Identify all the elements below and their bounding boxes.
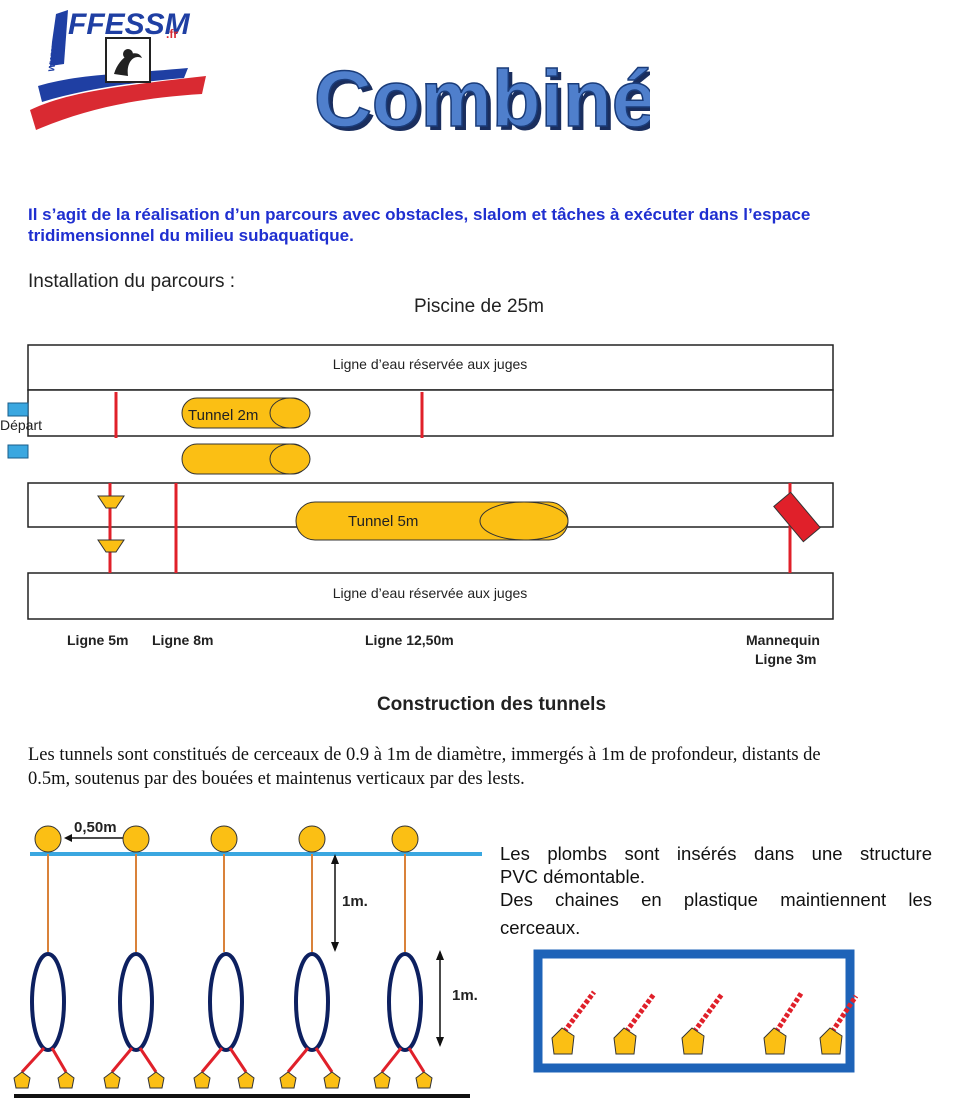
notes-line-2: PVC démontable. (500, 866, 646, 887)
construction-line-2: 0.5m, soutenus par des bouées et mainten… (28, 769, 525, 789)
page-title-shadow: Combiné (318, 58, 650, 147)
depart-label: Départ (0, 417, 42, 433)
depth-label-1: 1m. (342, 893, 368, 910)
hoop-unit-1 (13, 825, 75, 1089)
label-line-3m: Ligne 3m (755, 651, 817, 667)
hoop-unit-5 (373, 825, 433, 1089)
lane-1 (27, 389, 834, 437)
notes-line-4: cerceaux. (500, 917, 581, 938)
construction-heading: Construction des tunnels (376, 694, 607, 715)
logo-tld-text: .fr (166, 27, 178, 41)
hoop-unit-4 (279, 825, 341, 1089)
label-line-5m: Ligne 5m (67, 632, 129, 648)
judges-lane-bottom-label: Ligne d’eau réservée aux juges (333, 585, 528, 601)
logo-www-text: www. (45, 43, 61, 74)
judges-lane-top (27, 344, 834, 391)
start-block-1 (7, 402, 29, 417)
slalom-weight-2 (97, 539, 125, 553)
notes-line-3: Des chaines en plastique maintiennent le… (500, 889, 932, 910)
intro-line-2: tridimensionnel du milieu subaquatique. (28, 226, 354, 245)
hoop-unit-2 (103, 825, 165, 1089)
weight-4 (763, 990, 805, 1055)
label-line-8m: Ligne 8m (152, 632, 214, 648)
notes-text: Les plombs sont insérés dans une structu… (500, 842, 932, 865)
judges-lane-bottom (27, 572, 834, 620)
slalom-weight-1 (97, 495, 125, 509)
pvc-structure-figure (533, 949, 859, 1073)
pvc-frame (533, 949, 855, 1073)
start-block-2 (7, 444, 29, 459)
label-line-12-50m: Ligne 12,50m (365, 632, 454, 648)
tunnel-construction-figure: 0,50m 1m. 1m. (13, 819, 482, 1098)
installation-heading: Installation du parcours : (28, 271, 236, 292)
intro-line-1: Il s’agit de la réalisation d’un parcour… (28, 205, 811, 224)
pool-diagram: Ligne d’eau réservée aux juges Ligne d’e… (0, 344, 834, 620)
tunnel-2m-label: Tunnel 2m (188, 407, 258, 424)
ffessm-logo: www. FFESSM .fr (30, 8, 206, 130)
page-title: Combiné Combiné (313, 53, 650, 147)
spacing-label: 0,50m (74, 819, 117, 836)
judges-lane-top-label: Ligne d’eau réservée aux juges (333, 356, 528, 372)
page-title-text: Combiné (314, 54, 650, 143)
tunnel-5m-label: Tunnel 5m (348, 513, 418, 530)
weight-3 (681, 992, 725, 1055)
hoop-unit-3 (193, 825, 255, 1089)
intro-text: Il s’agit de la réalisation d’un parcour… (28, 204, 958, 246)
notes-line-1: Les plombs sont insérés dans une structu… (500, 843, 932, 864)
construction-text: Les tunnels sont constitués de cerceaux … (28, 743, 948, 791)
weight-1 (551, 990, 596, 1055)
logo-text: FFESSM (68, 8, 191, 41)
label-mannequin: Mannequin (746, 632, 820, 648)
mannequin (773, 491, 821, 543)
depth-label-2: 1m. (452, 987, 478, 1004)
diver-helmet-icon (114, 53, 142, 76)
weight-5 (819, 994, 859, 1055)
weight-2 (613, 992, 657, 1055)
pool-label: Piscine de 25m (414, 296, 544, 317)
construction-line-1: Les tunnels sont constitués de cerceaux … (28, 745, 821, 765)
